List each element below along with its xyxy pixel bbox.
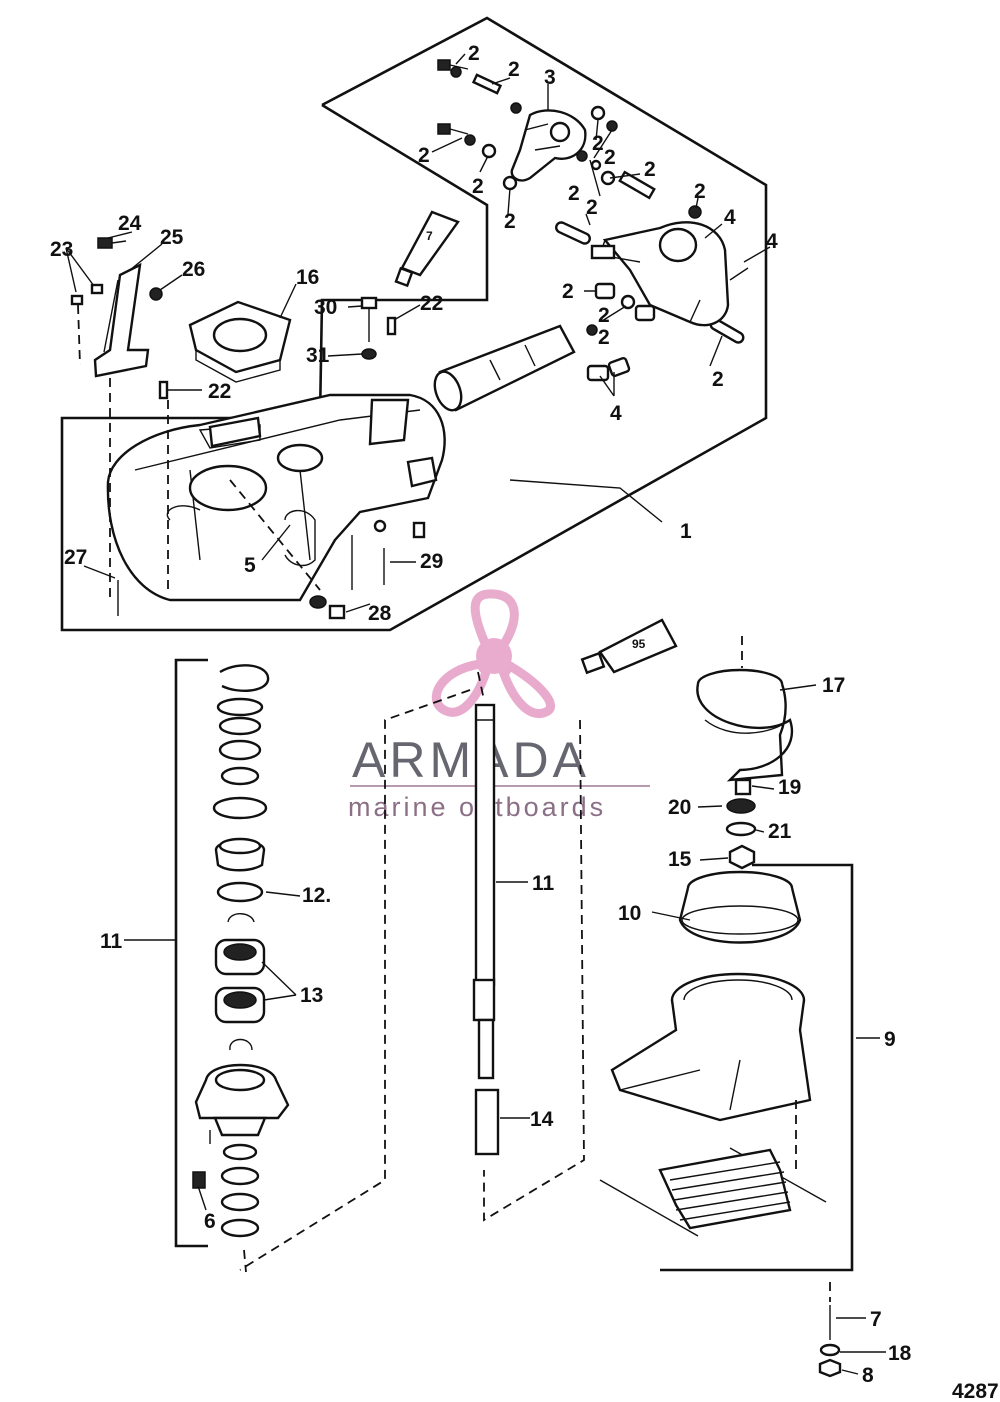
callout-label: 11 [532,872,555,895]
callout-label: 4 [610,402,622,425]
callout-label: 14 [530,1108,554,1131]
callout-label: 24 [118,212,142,235]
callout-label: 3 [544,66,556,89]
gasket-plate [188,300,292,383]
callout-label: 2 [468,42,480,65]
watermark-brand: ARMADA [352,732,590,788]
callout-label: 1 [680,520,692,543]
callout-label: 17 [822,674,845,697]
impeller-hardware [725,778,757,870]
callout-label: 22 [420,292,443,315]
callout-label: 2 [604,146,616,169]
callout-label: 23 [50,238,73,261]
housing-group-frame [60,16,768,632]
callout-label: 2 [472,175,484,198]
support-bracket [70,237,163,378]
callout-label: 2 [644,158,656,181]
callout-label: 7 [870,1308,882,1331]
callout-label: 2 [712,368,724,391]
callout-label: 11 [100,930,123,953]
mount-hardware [158,296,397,400]
wear-ring [678,870,802,944]
pivot-housing [590,221,730,327]
callout-label: 18 [888,1342,912,1365]
callout-label: 2 [592,132,604,155]
propeller-logo-icon [431,589,555,719]
callout-label: 19 [778,776,801,799]
impeller [696,636,794,782]
callout-label: 2 [508,58,520,81]
callout-label: 2 [598,326,610,349]
callout-label: 2 [586,196,598,219]
jet-pump-housing [106,378,446,620]
shaft-group-frame [239,671,585,1271]
callout-label: 21 [768,820,792,843]
nozzle-housing [610,972,812,1170]
sealant-tube-95: 95 [580,618,678,675]
callout-label: 20 [668,796,691,819]
callout-label: 15 [668,848,692,871]
callout-label: 13 [300,984,323,1007]
callout-label: 6 [204,1210,216,1233]
bearing-stack-frame [174,658,247,1273]
callout-label: 29 [420,550,443,573]
bottom-hardware [818,1305,842,1378]
callout-label: 26 [182,258,205,281]
callout-label: 12. [302,884,331,907]
bearing-stack [192,664,290,1238]
callout-label: 2 [418,144,430,167]
tube-95-label: 95 [632,637,646,651]
nozzle-housing-frame [660,863,854,1302]
callout-label: 4 [724,206,736,229]
callouts: 2 2 2 3 2 2 2 2 2 2 2 2 2 4 4 2 2 2 4 24… [50,42,912,1387]
callout-label: 10 [618,902,641,925]
callout-label: 30 [314,296,337,319]
drive-shaft-tube [433,324,576,412]
tube-7-label: 7 [426,229,433,243]
drive-shaft [472,703,500,1156]
callout-label: 2 [694,180,706,203]
sealant-tube-7: 7 [394,210,460,288]
callout-label: 2 [504,210,516,233]
pivot-hardware [437,59,749,382]
trim-bracket [510,109,587,182]
figure-number: 4287 [952,1380,999,1402]
callout-label: 28 [368,602,392,625]
callout-label: 5 [244,554,256,577]
callout-label: 2 [562,280,574,303]
callout-label: 4 [766,230,778,253]
intake-grate [599,1147,827,1237]
callout-label: 31 [306,344,330,367]
callout-label: 2 [598,304,610,327]
callout-label: 27 [64,546,87,569]
callout-label: 16 [296,266,319,289]
callout-label: 8 [862,1364,874,1387]
callout-label: 25 [160,226,184,249]
callout-label: 9 [884,1028,896,1051]
callout-label: 2 [568,182,580,205]
callout-label: 22 [208,380,231,403]
leader-lines [65,53,886,1375]
